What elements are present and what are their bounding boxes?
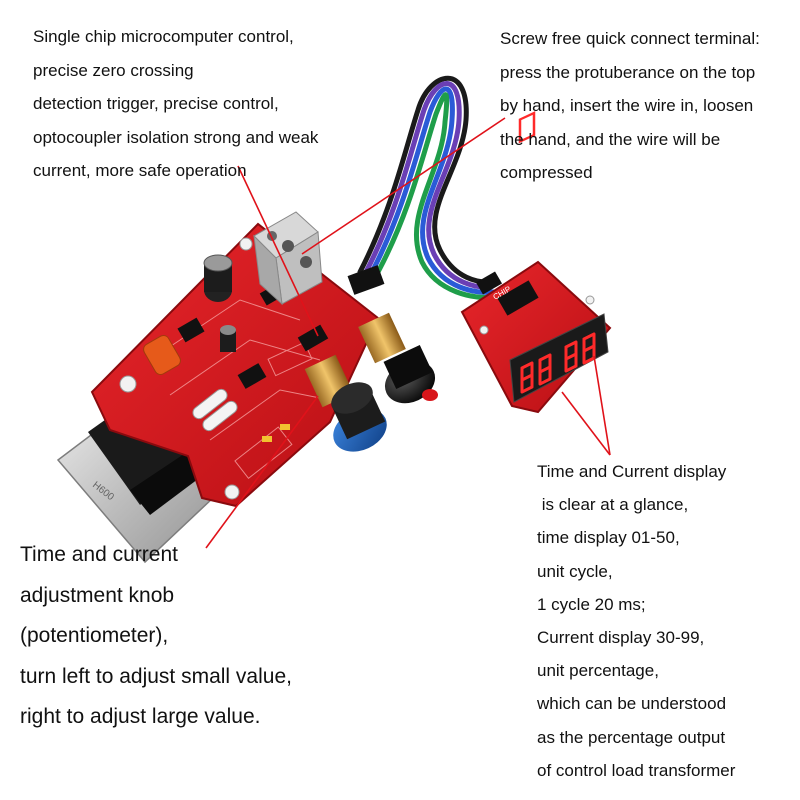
annotation-line: time display 01-50, — [537, 528, 680, 548]
annotation-pointers — [205, 117, 611, 549]
annotation-line: unit percentage, — [537, 661, 659, 681]
annotation-line: precise zero crossing — [33, 60, 194, 80]
annotation-mcu-control: Single chip microcomputer control, preci… — [33, 20, 318, 188]
annotation-line: press the protuberance on the top — [500, 62, 756, 82]
annotation-line: Time and current — [20, 543, 178, 566]
annotation-line: detection trigger, precise control, — [33, 94, 279, 113]
annotation-line: as the percentage output — [537, 727, 726, 747]
annotation-line: optocoupler isolation strong and weak — [33, 127, 319, 147]
annotation-line: unit cycle, — [537, 561, 613, 581]
annotation-line: adjustment knob — [20, 583, 175, 607]
annotation-display: Time and Current display is clear at a g… — [537, 455, 735, 787]
annotation-line: which can be understood — [537, 694, 727, 714]
annotation-adjustment-knob: Time and current adjustment knob (potent… — [20, 535, 292, 738]
current-adjustment-knob — [358, 312, 438, 404]
annotation-line: 1 cycle 20 ms; — [537, 594, 646, 614]
display-module: CHIP — [460, 111, 612, 414]
annotation-line: turn left to adjust small value, — [20, 664, 292, 688]
annotation-line: current, more safe operation — [33, 161, 247, 180]
annotation-line: compressed — [500, 163, 593, 182]
annotation-line: the hand, and the wire will be — [500, 129, 721, 149]
annotation-line: by hand, insert the wire in, loosen — [500, 96, 754, 115]
main-control-board — [90, 211, 385, 508]
electrolytic-capacitor — [203, 254, 236, 352]
annotation-line: Current display 30-99, — [537, 628, 705, 648]
annotation-line: Screw free quick connect terminal: — [500, 29, 760, 48]
annotation-line: (potentiometer), — [20, 624, 169, 647]
annotation-line: Time and Current display — [537, 462, 727, 481]
annotation-quick-connect: Screw free quick connect terminal: press… — [500, 22, 760, 190]
annotation-line: is clear at a glance, — [537, 495, 689, 515]
annotation-line: right to adjust large value. — [20, 705, 261, 728]
ribbon-cable — [357, 75, 499, 301]
quick-connect-terminal — [253, 211, 323, 306]
time-adjustment-knob — [304, 354, 387, 452]
annotation-line: of control load transformer — [537, 760, 736, 780]
annotation-line: Single chip microcomputer control, — [33, 27, 294, 46]
